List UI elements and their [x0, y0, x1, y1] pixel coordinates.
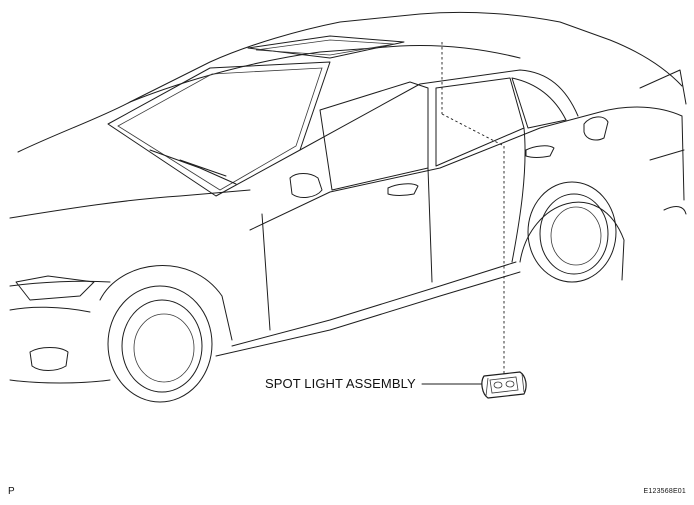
indicator-lines	[421, 42, 505, 385]
front-wheel	[99, 265, 233, 403]
spot-light-assembly-label: SPOT LIGHT ASSEMBLY	[265, 376, 416, 391]
figure-code: E123568E01	[643, 488, 686, 495]
car-body	[9, 11, 687, 384]
corner-letter: P	[8, 486, 15, 497]
spot-light-assembly-part	[481, 371, 527, 399]
rear-wheel	[519, 181, 625, 283]
